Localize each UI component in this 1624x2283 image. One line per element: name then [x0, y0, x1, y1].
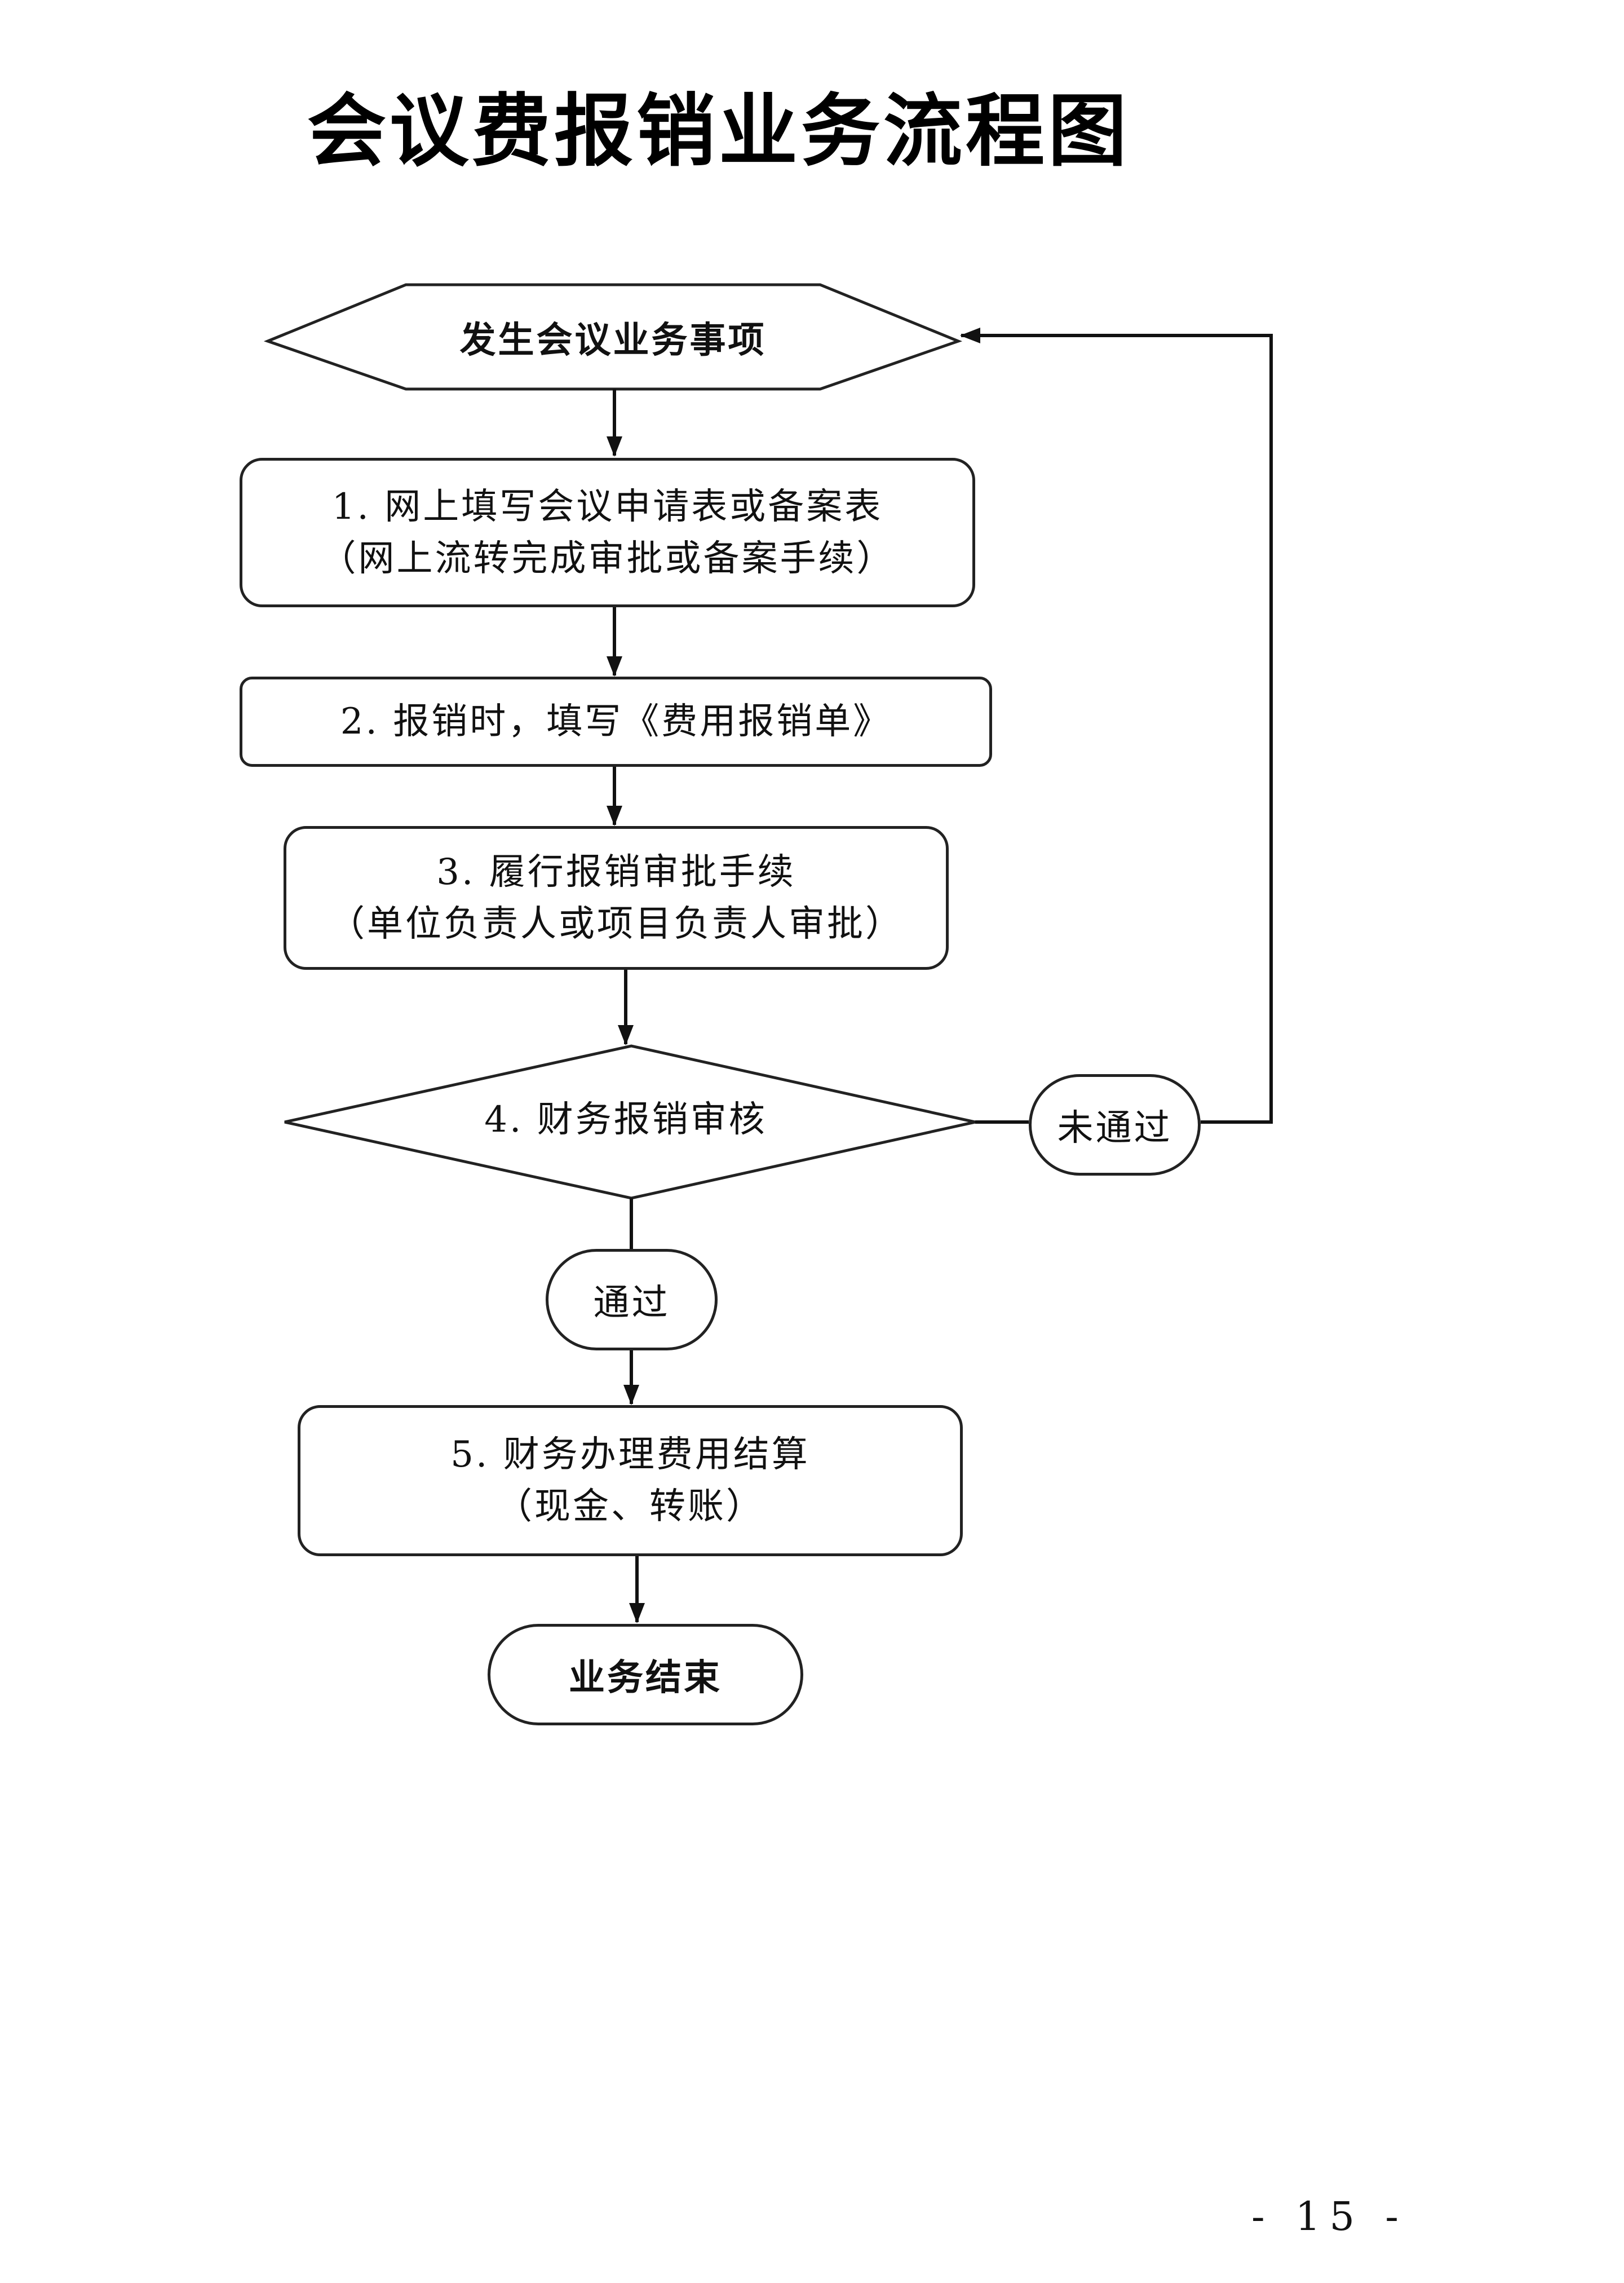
- start-node-label: 发生会议业务事项: [459, 319, 767, 361]
- step-5-line-2: （现金、转账）: [496, 1486, 764, 1527]
- decision-label: 4. 财务报销审核: [484, 1099, 767, 1141]
- step-2-box: 2. 报销时，填写《费用报销单》: [240, 677, 992, 767]
- fail-branch-label: 未通过: [1029, 1074, 1201, 1176]
- step-1-line-1: 1. 网上填写会议申请表或备案表: [331, 485, 883, 528]
- step-1-box: 1. 网上填写会议申请表或备案表 （网上流转完成审批或备案手续）: [240, 458, 975, 607]
- end-node: 业务结束: [488, 1624, 803, 1725]
- start-hexagon: [263, 283, 963, 391]
- page-number: - 15 -: [1251, 2193, 1408, 2240]
- step-3-line-2: （单位负责人或项目负责人审批）: [329, 903, 904, 945]
- step-3-box: 3. 履行报销审批手续 （单位负责人或项目负责人审批）: [284, 826, 949, 970]
- step-5-box: 5. 财务办理费用结算 （现金、转账）: [298, 1405, 963, 1556]
- step-3-line-1: 3. 履行报销审批手续: [436, 851, 796, 893]
- pass-branch-label: 通过: [546, 1249, 718, 1350]
- step-1-line-2: （网上流转完成审批或备案手续）: [320, 537, 895, 580]
- step-5-line-1: 5. 财务办理费用结算: [450, 1434, 810, 1476]
- page-title: 会议费报销业务流程图: [307, 86, 1130, 178]
- arrow-fail-loop-back: [960, 328, 1273, 1124]
- step-2-label: 2. 报销时，填写《费用报销单》: [340, 701, 892, 743]
